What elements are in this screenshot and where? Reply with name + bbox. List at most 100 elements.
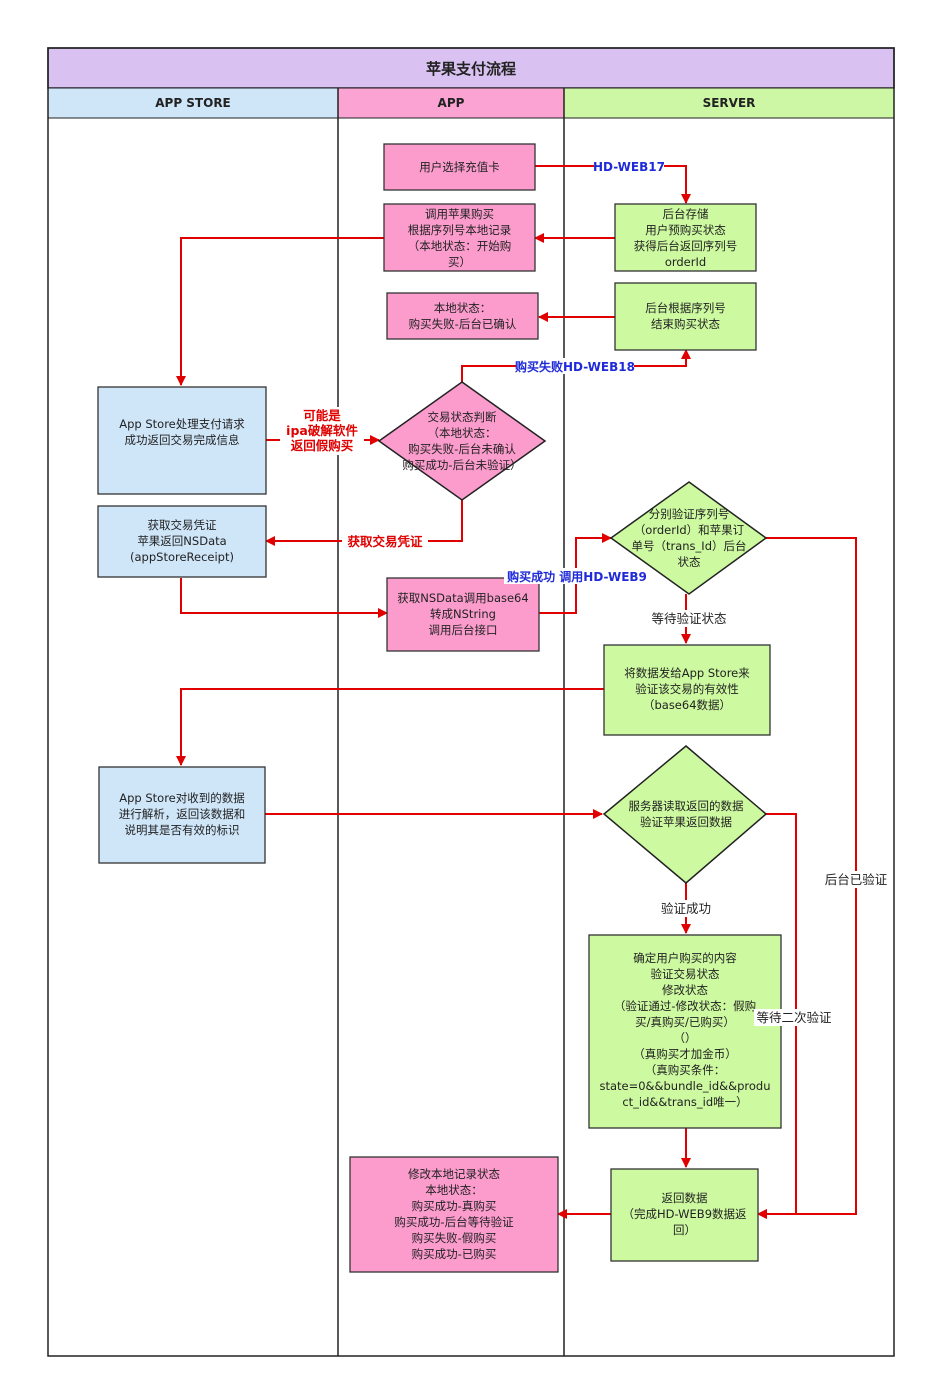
node-local-fail-confirmed-text-line: 购买失败-后台已确认 xyxy=(409,317,517,331)
node-get-receipt-text-line: 获取交易凭证 xyxy=(148,518,217,532)
label-bg-hd-web17 xyxy=(594,158,664,174)
node-confirm-content-text-line: 修改状态 xyxy=(662,983,708,997)
label-bg-second-verify xyxy=(754,1009,834,1026)
node-verify-ids-text-line: 分别验证序列号 xyxy=(649,507,730,521)
edge-label-wait-verify: 等待验证状态 xyxy=(651,611,726,626)
node-modify-local-text-line: 购买成功-后台等待验证 xyxy=(394,1215,514,1229)
node-appstore-parse-text-line: App Store对收到的数据 xyxy=(119,791,245,805)
node-trade-judge-text: 交易状态判断（本地状态：购买失败-后台未确认购买成功-后台未验证） xyxy=(402,410,521,472)
label-bg-verify-success xyxy=(656,900,716,917)
lane-header-appstore xyxy=(47,87,339,119)
node-return-data-text-line: 回） xyxy=(673,1223,696,1237)
node-get-nsdata: 获取NSData调用base64 转成NString 调用后台接口 xyxy=(386,577,540,652)
node-get-nsdata-text-line: 调用后台接口 xyxy=(429,623,498,637)
edge-choose-to-store xyxy=(535,165,691,204)
edge-label-buy-fail-web18: 购买失败HD-WEB18 xyxy=(515,359,635,374)
node-return-data-text-line: 返回数据 xyxy=(662,1191,708,1205)
node-server-read: 服务器读取返回的数据验证苹果返回数据 xyxy=(602,745,768,884)
node-modify-local: 修改本地记录状态本地状态： 购买成功-真购买购买成功-后台等待验证购买失败-假购买… xyxy=(349,1156,559,1273)
node-confirm-content-text-line: （真购买条件： xyxy=(645,1063,726,1077)
node-modify-local-text-line: 购买成功-已购买 xyxy=(412,1247,497,1261)
node-trade-judge: 交易状态判断（本地状态：购买失败-后台未确认购买成功-后台未验证） xyxy=(377,381,547,501)
node-get-receipt-text: 获取交易凭证苹果返回NSData (appStoreReceipt) xyxy=(130,518,234,564)
label-bg-backend-verified xyxy=(823,871,889,888)
node-server-read-text: 服务器读取返回的数据验证苹果返回数据 xyxy=(629,799,744,829)
node-call-apple-buy: 调用苹果购买根据序列号本地记录 （本地状态：开始购买） xyxy=(383,203,536,272)
node-send-to-appstore-text-line: （base64数据） xyxy=(643,698,731,712)
node-local-fail-confirmed: 本地状态：购买失败-后台已确认 xyxy=(386,292,539,340)
node-confirm-content-text-line: （验证通过-修改状态：假购 xyxy=(614,999,756,1013)
node-call-apple-buy-text-line: 调用苹果购买 xyxy=(425,207,494,221)
node-get-nsdata-text: 获取NSData调用base64 转成NString 调用后台接口 xyxy=(397,591,528,637)
node-server-read-text-line: 服务器读取返回的数据 xyxy=(629,799,744,813)
node-get-receipt: 获取交易凭证苹果返回NSData (appStoreReceipt) xyxy=(97,505,267,578)
node-confirm-content-text-line: 买/真购买/已购买） xyxy=(635,1015,735,1029)
node-appstore-process-text-line: App Store处理支付请求 xyxy=(119,417,245,431)
node-modify-local-text-line: 购买成功-真购买 xyxy=(412,1199,497,1213)
node-server-read-text-line: 验证苹果返回数据 xyxy=(640,815,732,829)
node-choose-card-text: 用户选择充值卡 xyxy=(419,160,500,174)
node-trade-judge-text-line: 购买成功-后台未验证） xyxy=(402,458,521,472)
diagram-title: 苹果支付流程 xyxy=(426,60,516,78)
title-bar xyxy=(47,47,895,89)
node-get-receipt-text-line: 苹果返回NSData xyxy=(137,534,226,548)
node-modify-local-text: 修改本地记录状态本地状态： 购买成功-真购买购买成功-后台等待验证购买失败-假购买… xyxy=(394,1167,514,1261)
edge-send-to-parse xyxy=(176,688,604,766)
node-confirm-content-text-line: ct_id&&trans_id唯一） xyxy=(622,1095,747,1109)
edge-label-get-voucher: 获取交易凭证 xyxy=(347,534,423,549)
node-get-nsdata-text-line: 获取NSData调用base64 xyxy=(397,591,528,605)
node-appstore-parse-text: App Store对收到的数据进行解析，返回该数据和说明其是否有效的标识 xyxy=(119,791,246,837)
edge-label-second-verify: 等待二次验证 xyxy=(756,1010,832,1025)
node-return-data-text: 返回数据（完成HD-WEB9数据返回） xyxy=(622,1191,747,1237)
node-appstore-parse-text-line: 进行解析，返回该数据和 xyxy=(119,807,246,821)
node-confirm-content: 确定用户购买的内容验证交易状态修改状态 （验证通过-修改状态：假购买/真购买/已购… xyxy=(588,934,782,1129)
node-modify-local-text-line: 购买失败-假购买 xyxy=(412,1231,497,1245)
node-call-apple-buy-text-line: 根据序列号本地记录 xyxy=(408,223,512,237)
edge-label-maybe-crack-line: ipa破解软件 xyxy=(286,423,358,438)
node-verify-ids-text-line: 状态 xyxy=(678,555,701,569)
edge-label-maybe-crack-line: 可能是 xyxy=(303,408,341,423)
node-choose-card: 用户选择充值卡 xyxy=(383,143,536,191)
node-send-to-appstore-text-line: 验证该交易的有效性 xyxy=(635,682,739,696)
node-modify-local-text-line: 修改本地记录状态 xyxy=(408,1167,500,1181)
node-verify-ids-text-line: （orderId）和苹果订 xyxy=(634,523,745,537)
edge-receipt-to-nsdata xyxy=(180,578,388,618)
node-get-receipt-text-line: (appStoreReceipt) xyxy=(130,550,234,564)
node-call-apple-buy-text-line: （本地状态：开始购 xyxy=(408,239,512,253)
node-verify-ids: 分别验证序列号（orderId）和苹果订单号（trans_Id）后台状态 xyxy=(609,481,768,595)
node-appstore-parse-text-line: 说明其是否有效的标识 xyxy=(125,823,240,837)
node-verify-ids-text: 分别验证序列号（orderId）和苹果订单号（trans_Id）后台状态 xyxy=(631,507,746,569)
node-send-to-appstore-text: 将数据发给App Store来验证该交易的有效性 （base64数据） xyxy=(624,666,750,712)
node-backend-end-state-text-line: 结束购买状态 xyxy=(651,317,720,331)
edge-label-backend-verified: 后台已验证 xyxy=(825,872,888,887)
node-trade-judge-text-line: （本地状态： xyxy=(428,426,497,440)
node-get-nsdata-text-line: 转成NString xyxy=(430,607,496,621)
node-confirm-content-text: 确定用户购买的内容验证交易状态修改状态 （验证通过-修改状态：假购买/真购买/已购… xyxy=(599,951,770,1109)
label-bg-get-voucher xyxy=(342,533,428,549)
node-confirm-content-text-line: 验证交易状态 xyxy=(651,967,720,981)
edge-label-verify-success: 验证成功 xyxy=(661,901,711,916)
node-call-apple-buy-text-line: 买） xyxy=(448,255,471,269)
lane-label-app: APP xyxy=(438,96,465,110)
node-send-to-appstore: 将数据发给App Store来验证该交易的有效性 （base64数据） xyxy=(603,644,771,736)
label-bg-wait-verify xyxy=(646,610,732,627)
node-call-apple-buy-text: 调用苹果购买根据序列号本地记录 （本地状态：开始购买） xyxy=(408,207,512,269)
node-confirm-content-text-line: （真购买才加金币） xyxy=(633,1047,737,1061)
node-confirm-content-text-line: 确定用户购买的内容 xyxy=(633,951,737,965)
node-backend-end-state-text-line: 后台根据序列号 xyxy=(645,301,726,315)
lane-header-app xyxy=(337,87,565,119)
node-backend-end-state: 后台根据序列号结束购买状态 xyxy=(614,282,757,351)
node-backend-end-state-text: 后台根据序列号结束购买状态 xyxy=(645,301,726,331)
node-send-to-appstore-text-line: 将数据发给App Store来 xyxy=(624,666,750,680)
node-appstore-process-text: App Store处理支付请求成功返回交易完成信息 xyxy=(119,417,245,447)
node-backend-store-text-line: 用户预购买状态 xyxy=(645,223,726,237)
label-bg-maybe-crack xyxy=(280,407,364,455)
label-bg-buy-success xyxy=(504,568,650,584)
node-modify-local-text-line: 本地状态： xyxy=(425,1183,483,1197)
node-confirm-content-text-line: state=0&&bundle_id&&produ xyxy=(599,1079,770,1093)
node-local-fail-confirmed-text: 本地状态：购买失败-后台已确认 xyxy=(409,301,517,331)
edge-label-maybe-crack-line: 返回假购买 xyxy=(291,438,354,453)
